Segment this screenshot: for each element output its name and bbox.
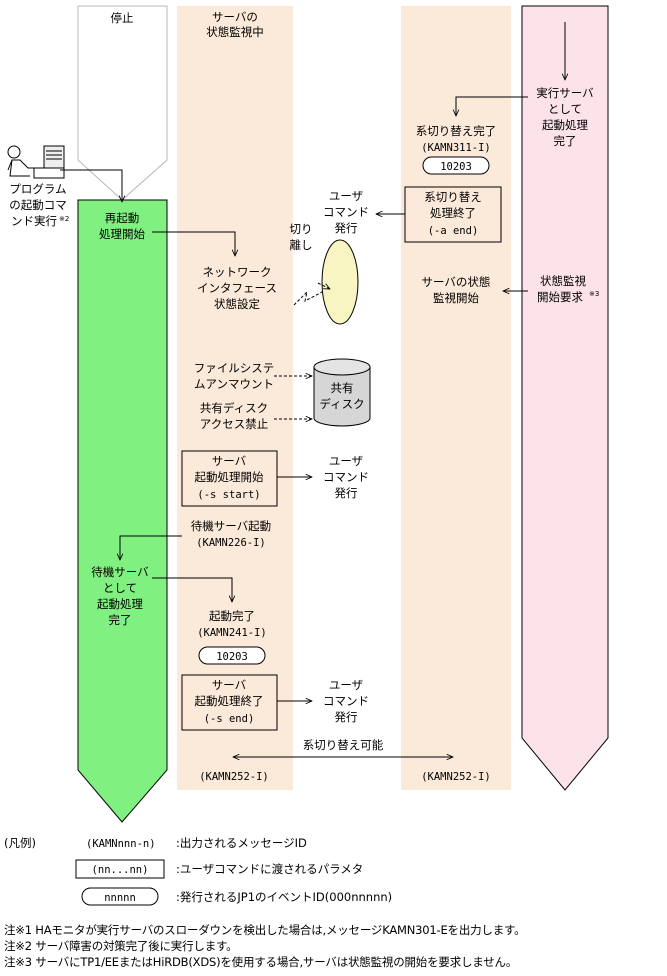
startup-event-capsule xyxy=(198,646,266,665)
column-title-stopped: 停止 xyxy=(111,11,134,25)
detach-zigzag xyxy=(293,290,323,306)
switch-complete: 系切り替え完了 xyxy=(416,124,497,138)
state-transition-diagram: 停止 サーバの 状態監視中 実行サーバ として 起動処理 完了 系切り替え完了 … xyxy=(4,5,609,906)
start-param-box xyxy=(181,450,278,507)
end-param-box xyxy=(181,674,278,731)
switch-end-1: 系切り替え xyxy=(424,190,482,204)
program-arrow xyxy=(60,169,122,202)
program-label-3: ンド実行 xyxy=(11,214,57,228)
restart-2: 処理開始 xyxy=(99,227,145,241)
switch-end-box xyxy=(404,186,502,243)
user-cmd-2-1: ユーザ xyxy=(329,678,363,692)
switch-user-cmd-3: 発行 xyxy=(335,221,358,235)
switch-complete-msg: (KAMN311-I) xyxy=(421,142,491,154)
shared-disk-icon xyxy=(313,358,371,427)
shared-disk-2: ディスク xyxy=(319,397,364,411)
monitor-start-2: 監視開始 xyxy=(433,291,479,305)
stopped-column xyxy=(77,5,168,201)
network-ellipse xyxy=(321,239,359,325)
program-label-1: プログラム xyxy=(9,182,66,196)
legend-title: (凡例) xyxy=(4,836,36,850)
standby-complete-3: 起動処理 xyxy=(97,597,143,611)
monitoring-column-right xyxy=(401,6,511,790)
legend-param-desc: :ユーザコマンドに渡されるパラメタ xyxy=(176,862,363,876)
program-ref: ※2 xyxy=(59,215,69,223)
standby-start-arrow xyxy=(120,535,182,560)
user-cmd-1-1: ユーザ xyxy=(329,454,363,468)
user-cmd-1-3: 発行 xyxy=(335,486,358,500)
exec-startup-2: として xyxy=(548,102,582,116)
disk-block-2: アクセス禁止 xyxy=(200,417,268,431)
legend-msg-desc: :出力されるメッセージID xyxy=(176,836,307,850)
start-box-2: 起動処理開始 xyxy=(195,470,264,484)
startup-done: 起動完了 xyxy=(209,609,255,623)
column-title-monitoring-2: 状態監視中 xyxy=(206,25,264,39)
legend-param-sample: (nn...nn) xyxy=(92,864,149,876)
legend-param-box xyxy=(75,859,165,879)
standby-complete-1: 待機サーバ xyxy=(91,565,149,579)
program-label-2: の起動コマ xyxy=(9,198,67,212)
switch-end-2: 処理終了 xyxy=(430,206,476,220)
detach-2: 離し xyxy=(290,238,313,252)
exec-startup-4: 完了 xyxy=(554,134,577,148)
restart-1: 再起動 xyxy=(105,211,140,225)
footnote-2: 注※2 サーバ障害の対策完了後に実行します。 xyxy=(4,939,238,953)
switchable-msg-left: (KAMN252-I) xyxy=(199,771,269,783)
monitor-request-1: 状態監視 xyxy=(540,274,586,288)
end-box-2: 起動処理終了 xyxy=(195,694,264,708)
monitor-start-1: サーバの状態 xyxy=(422,275,491,289)
fs-unmount-2: ムアンマウント xyxy=(194,377,274,391)
monitor-request-ref: ※3 xyxy=(589,290,599,298)
end-box-1: サーバ xyxy=(212,678,247,692)
switch-event-capsule xyxy=(422,156,490,175)
user-cmd-2-3: 発行 xyxy=(335,710,358,724)
switchable-msg-right: (KAMN252-I) xyxy=(421,771,491,783)
operator-icon xyxy=(7,145,65,179)
exec-server-column xyxy=(521,5,609,791)
legend-msg-sample: (KAMNnnn-n) xyxy=(86,838,156,850)
switchable-label: 系切り替え可能 xyxy=(303,738,384,752)
restart-arrow xyxy=(152,231,235,256)
legend-event-desc: :発行されるJP1のイベントID(000nnnnn) xyxy=(176,890,392,904)
start-box-3: (-s start) xyxy=(197,489,260,501)
switch-event-id: 10203 xyxy=(440,161,472,173)
standby-server-column xyxy=(77,199,168,823)
switch-end-3: (-a end) xyxy=(428,225,479,237)
detach-arrow xyxy=(317,282,330,289)
disk-block-1: 共有ディスク xyxy=(200,401,268,415)
switch-user-cmd-2: コマンド xyxy=(323,205,369,219)
user-cmd-1-2: コマンド xyxy=(323,470,369,484)
footnotes: 注※1 HAモニタが実行サーバのスローダウンを検出した場合は,メッセージKAMN… xyxy=(4,922,664,970)
shared-disk-1: 共有 xyxy=(331,381,354,395)
standby-complete-2: として xyxy=(103,581,137,595)
to-switch-complete-arrow xyxy=(456,96,528,116)
standby-complete-4: 完了 xyxy=(109,613,132,627)
netif-3: 状態設定 xyxy=(214,297,260,311)
standby-complete-arrow xyxy=(152,577,232,602)
startup-done-msg: (KAMN241-I) xyxy=(197,627,267,639)
standby-start-msg: (KAMN226-I) xyxy=(196,537,266,549)
start-box-1: サーバ xyxy=(212,454,247,468)
startup-event-id: 10203 xyxy=(216,651,248,663)
column-title-monitoring-1: サーバの xyxy=(212,10,258,24)
footnote-1: 注※1 HAモニタが実行サーバのスローダウンを検出した場合は,メッセージKAMN… xyxy=(4,923,526,937)
detach-1: 切り xyxy=(290,222,313,236)
switch-user-cmd-1: ユーザ xyxy=(329,189,363,203)
netif-1: ネットワーク xyxy=(203,265,272,279)
end-box-3: (-s end) xyxy=(204,713,255,725)
user-cmd-2-2: コマンド xyxy=(323,694,369,708)
exec-startup-3: 起動処理 xyxy=(542,118,588,132)
fs-unmount-1: ファイルシステ xyxy=(194,361,275,375)
exec-startup-1: 実行サーバ xyxy=(536,86,594,100)
legend-event-sample: nnnnn xyxy=(104,892,136,904)
monitoring-column-left xyxy=(177,6,293,790)
monitor-request-2: 開始要求 xyxy=(537,290,583,304)
footnote-3: 注※3 サーバにTP1/EEまたはHiRDB(XDS)を使用する場合,サーバは状… xyxy=(4,955,518,969)
standby-start: 待機サーバ起動 xyxy=(191,519,271,533)
netif-2: インタフェース xyxy=(197,281,277,295)
legend-event-capsule xyxy=(81,887,159,906)
